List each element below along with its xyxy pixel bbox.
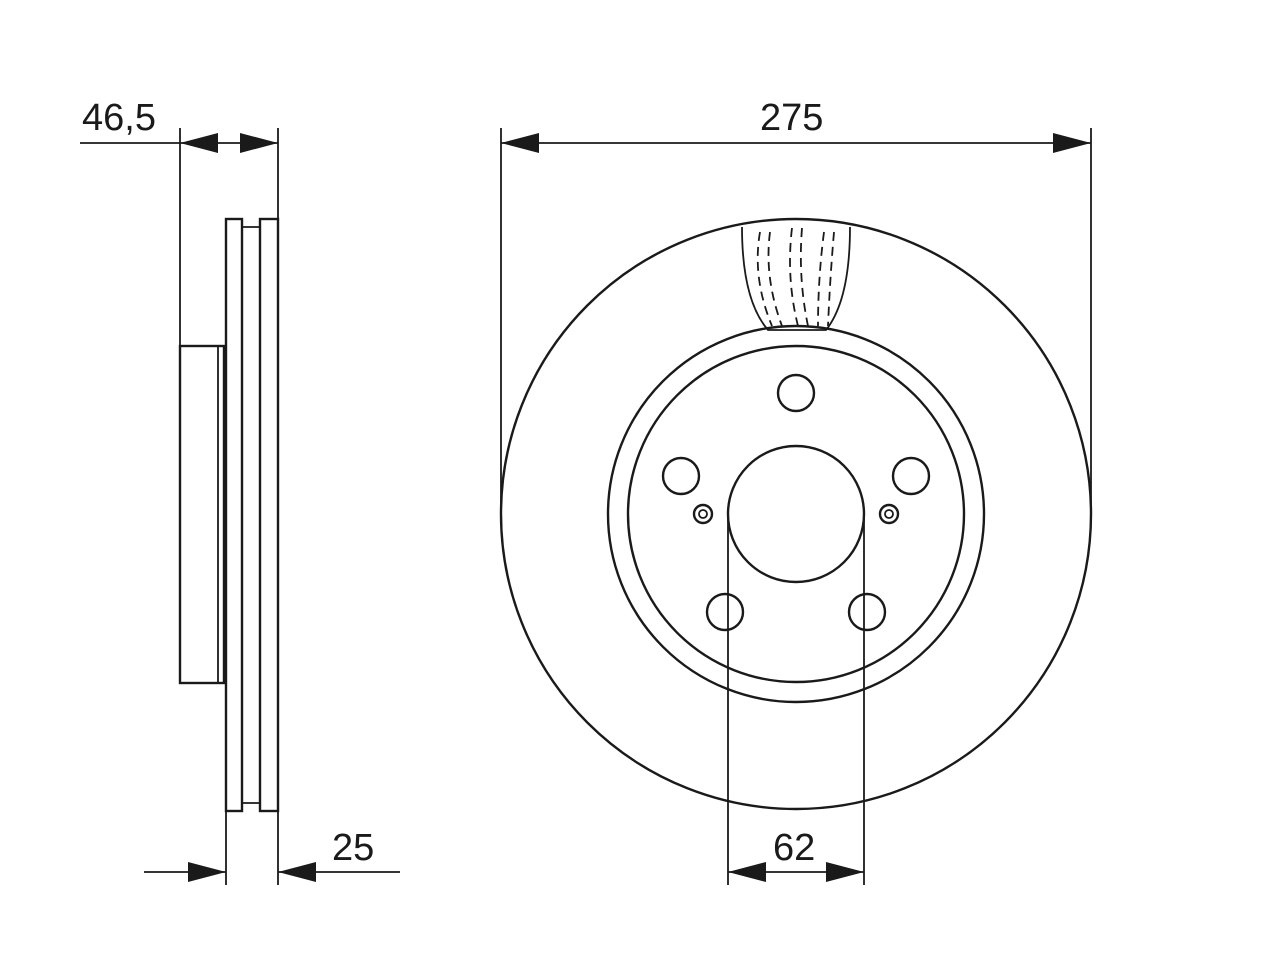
pilot-hole-right	[878, 503, 900, 525]
bolt-hole-top	[776, 373, 816, 413]
bolt-hole-lower-left	[705, 592, 745, 632]
bore-arrow-right	[826, 862, 864, 882]
thickness-arrow-right	[278, 862, 316, 882]
vane-dashed-5	[817, 231, 825, 327]
inner-friction-plate	[224, 217, 244, 813]
hat-outer-ring	[606, 324, 986, 704]
hat-inner-ring	[626, 344, 966, 684]
vane-dashed-1	[756, 231, 773, 327]
hub-height-label: 46,5	[82, 97, 156, 139]
front-view: 275 62	[499, 97, 1093, 885]
bolt-hole-upper-left	[661, 456, 701, 496]
pilot-hole-left	[692, 503, 714, 525]
disc-outer-rim	[499, 217, 1093, 811]
bolt-hole-lower-right	[847, 592, 887, 632]
vane-dashed-6	[827, 231, 835, 327]
vane-cutaway-outline	[741, 226, 851, 331]
outer-diameter-arrow-right	[1053, 133, 1091, 153]
bore-arrow-left	[728, 862, 766, 882]
outer-friction-plate	[258, 217, 280, 813]
hub-flange	[178, 344, 226, 685]
vane-dashed-3	[789, 227, 799, 327]
bore-label: 62	[773, 827, 815, 869]
thickness-label: 25	[332, 827, 374, 869]
hub-height-arrow-right	[240, 133, 278, 153]
hub-height-arrow-left	[180, 133, 218, 153]
bolt-hole-upper-right	[891, 456, 931, 496]
outer-diameter-label: 275	[760, 97, 823, 139]
vane-dashed-4	[799, 227, 809, 327]
side-view: 46,5 25	[80, 97, 400, 885]
vane-cutaway	[741, 226, 851, 331]
outer-diameter-arrow-left	[501, 133, 539, 153]
center-bore	[726, 444, 866, 584]
vane-dashed-2	[767, 231, 783, 327]
thickness-arrow-left	[188, 862, 226, 882]
